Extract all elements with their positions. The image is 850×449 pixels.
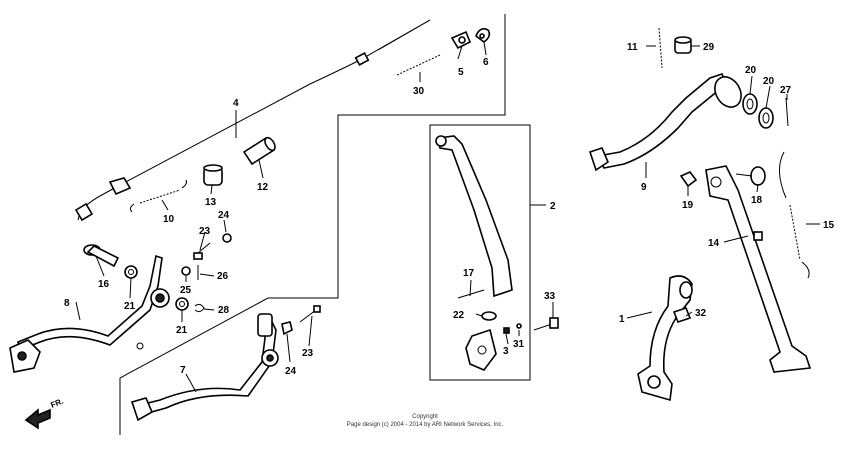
callout-11: 11 — [627, 42, 638, 53]
callout-1: 1 — [619, 314, 625, 325]
pin-part-28 — [194, 303, 205, 313]
callout-23-upper: 23 — [199, 226, 211, 237]
arrow-left-icon — [24, 408, 51, 430]
pin-part-31 — [503, 327, 510, 334]
section-boundary-lines — [119, 14, 531, 435]
callout-19: 19 — [682, 200, 694, 211]
stand-bracket-part-1 — [637, 275, 693, 402]
bolt-part-23a — [193, 242, 211, 260]
pin-part-27 — [785, 97, 789, 127]
front-direction-marker: FR. — [24, 397, 65, 430]
nut-part-24a — [222, 233, 232, 243]
callout-20-right: 20 — [763, 76, 775, 87]
callout-5: 5 — [458, 67, 464, 78]
collar-part-29 — [674, 36, 692, 54]
callout-20-left: 20 — [745, 65, 757, 76]
callout-23-lower: 23 — [302, 348, 314, 359]
bolt-part-18 — [735, 166, 766, 186]
callout-32: 32 — [695, 308, 707, 319]
washer-part-22 — [481, 311, 497, 321]
callout-21-right: 21 — [176, 325, 188, 336]
side-stand-part-14 — [705, 165, 812, 373]
callout-33: 33 — [544, 291, 556, 302]
callout-30: 30 — [413, 86, 425, 97]
bolt-part-33 — [533, 317, 559, 331]
bolt-part-23b — [299, 305, 321, 323]
cable-part-4 — [74, 19, 431, 222]
bolt-part-32 — [672, 307, 692, 323]
fitting-part-5 — [450, 30, 472, 50]
callout-8: 8 — [64, 298, 70, 309]
callout-3: 3 — [503, 346, 509, 357]
callout-12: 12 — [257, 182, 269, 193]
kick-arm-part-2 — [435, 135, 513, 298]
callout-labels: 4 5 6 30 10 13 12 24 23 26 25 28 21 21 1… — [64, 42, 835, 377]
pedal-part-3 — [465, 328, 497, 371]
callout-28: 28 — [218, 305, 230, 316]
callout-25: 25 — [180, 285, 192, 296]
callout-14: 14 — [708, 238, 720, 249]
ball-part-31 — [516, 323, 522, 329]
callout-27: 27 — [780, 85, 792, 96]
callout-26: 26 — [217, 271, 229, 282]
callout-13: 13 — [205, 197, 217, 208]
callout-15: 15 — [823, 220, 835, 231]
shift-pedal-part-7 — [130, 313, 279, 422]
callout-7: 7 — [180, 365, 186, 376]
callout-2: 2 — [550, 201, 556, 212]
callout-22: 22 — [453, 310, 465, 321]
bolt-part-17 — [457, 289, 485, 299]
front-direction-label: FR. — [49, 397, 64, 410]
callout-4: 4 — [233, 98, 239, 109]
callout-16: 16 — [98, 279, 110, 290]
callout-31: 31 — [513, 339, 525, 350]
collar-part-13 — [203, 164, 223, 186]
callout-9: 9 — [641, 182, 647, 193]
spring-part-15 — [779, 151, 810, 279]
brake-pedal-part-8 — [9, 254, 170, 373]
callout-29: 29 — [703, 42, 715, 53]
spring-part-30 — [396, 54, 441, 76]
callout-21-left: 21 — [124, 301, 136, 312]
washer-part-21b — [175, 297, 189, 311]
nut-part-24b — [281, 321, 293, 336]
seal-part-20b — [758, 107, 774, 129]
callout-6: 6 — [483, 57, 489, 68]
copyright-line-2: Page design (c) 2004 - 2014 by ARI Netwo… — [347, 422, 504, 428]
washer-part-25 — [181, 266, 191, 276]
callout-24-lower: 24 — [285, 366, 297, 377]
copyright-line-1: Copyright — [412, 414, 438, 420]
leader-lines — [75, 41, 820, 393]
spring-part-10 — [129, 179, 187, 213]
callout-24-upper: 24 — [218, 210, 230, 221]
fitting-part-6 — [475, 28, 491, 44]
spring-part-11 — [658, 27, 663, 69]
nut-part-19 — [679, 171, 698, 188]
pivot-bolt-part-16 — [83, 244, 120, 268]
washer-part-21a — [124, 265, 138, 279]
callout-10: 10 — [163, 214, 175, 225]
callout-18: 18 — [751, 195, 763, 206]
callout-17: 17 — [463, 268, 475, 279]
shift-arm-part-9 — [588, 73, 742, 172]
sleeve-part-12 — [242, 136, 276, 166]
copyright-notice: Copyright Page design (c) 2004 - 2014 by… — [347, 414, 504, 428]
seal-part-20a — [742, 93, 758, 115]
